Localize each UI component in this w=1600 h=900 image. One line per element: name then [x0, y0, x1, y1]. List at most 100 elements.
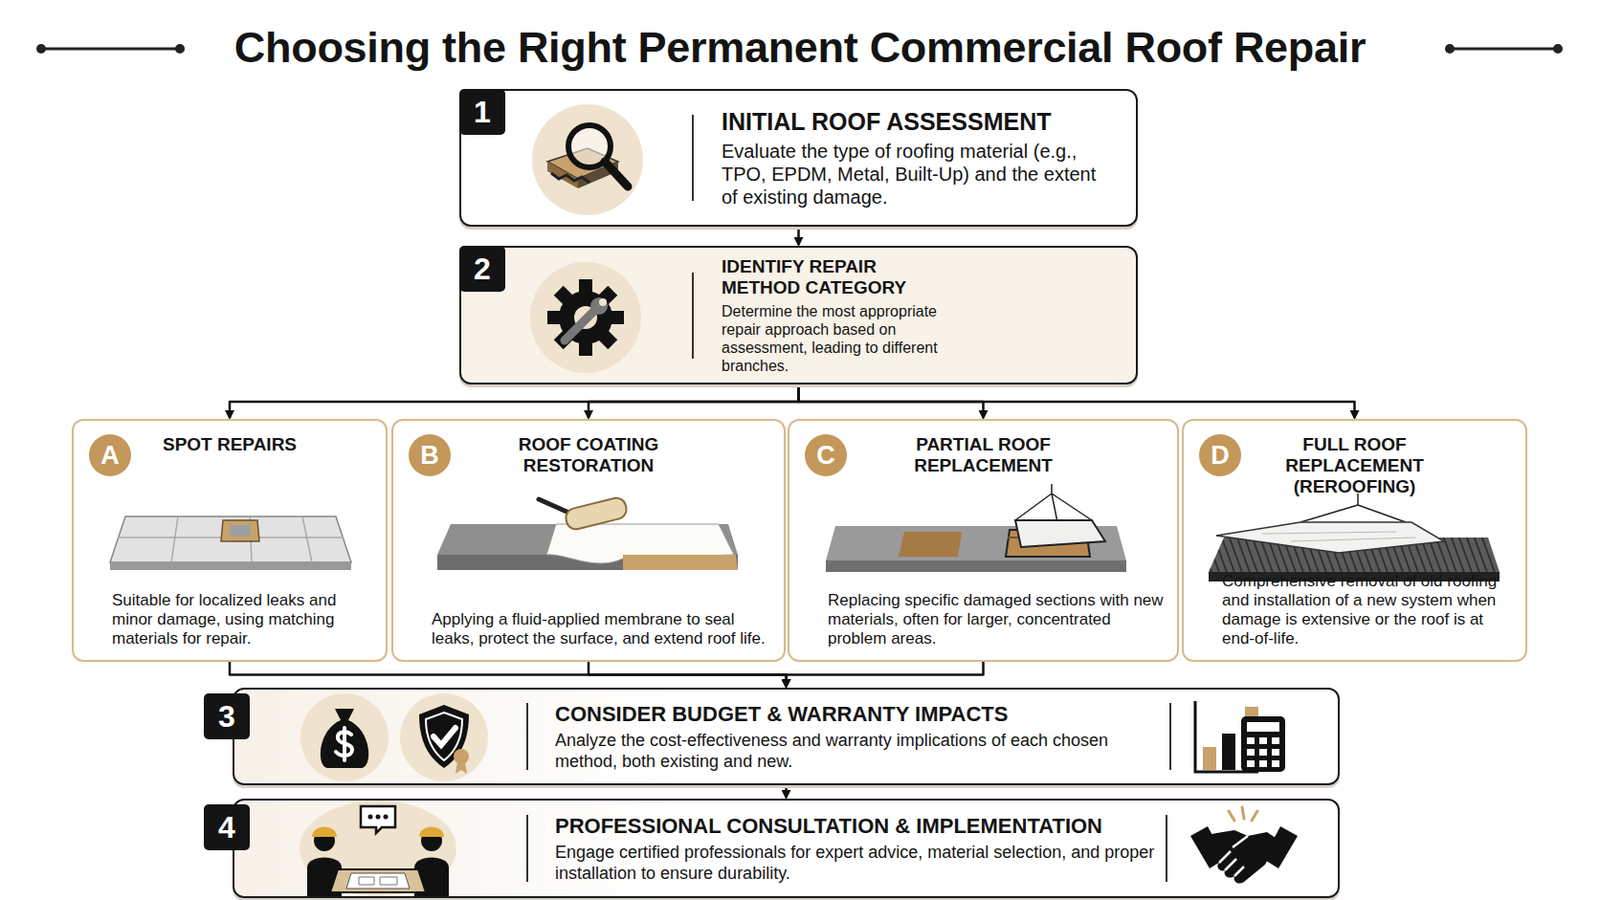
icon-shape: [825, 560, 1127, 573]
title-dot: [36, 44, 46, 54]
icon-shape: [1202, 747, 1217, 771]
icon-shape: [526, 703, 529, 771]
icon-graphic: [431, 495, 748, 582]
icon-shape: [1262, 532, 1416, 542]
icon-shape: [558, 290, 613, 345]
title-dot: [175, 44, 185, 54]
branch-heading: FULL ROOF REPLACEMENT (REROOFING): [1278, 434, 1432, 498]
connector-arrow: [786, 662, 984, 688]
icon-graphic: [1191, 699, 1297, 777]
icon-shape: [604, 161, 628, 187]
icon-graphic: [528, 260, 644, 376]
icon-shape: [526, 815, 529, 883]
icon-shape: [311, 827, 337, 839]
title-rule: [1449, 47, 1558, 51]
icon-shape: [691, 272, 694, 359]
icon-graphic: [1168, 703, 1173, 771]
icon-shape: [453, 749, 469, 765]
step-description: Determine the most appropriate repair ap…: [721, 302, 956, 376]
icon-shape: [419, 705, 469, 769]
icon-shape: [400, 693, 489, 782]
icon-graphic: [525, 703, 530, 771]
icon-shape: [117, 516, 344, 563]
icon-shape: [691, 114, 694, 201]
process-box: 2 IDENTIFY REPAIR METHOD CATEGORYDetermin…: [459, 245, 1138, 385]
icon-shape: [599, 298, 607, 307]
icon-graphic: [1186, 805, 1302, 892]
icon-shape: [590, 297, 608, 315]
icon-shape: [320, 720, 369, 769]
icon-shape: [346, 873, 410, 889]
connector-arrow: [799, 384, 1356, 419]
branch-letter: D: [1199, 434, 1242, 477]
icon-shape: [334, 709, 355, 721]
step-description: Engage certified professionals for exper…: [555, 842, 1168, 885]
icon-shape: [564, 310, 596, 341]
icon-shape: [1259, 737, 1267, 745]
step-heading: INITIAL ROOF ASSESSMENT: [721, 108, 1113, 136]
icon-shape: [330, 869, 426, 893]
title-bar: Choosing the Right Permanent Commercial …: [0, 21, 1600, 75]
icon-shape: [299, 800, 457, 897]
step-description: Analyze the cost-effectiveness and warra…: [555, 730, 1168, 773]
icon-shape: [530, 262, 642, 374]
icon-graphic: [690, 114, 695, 201]
step-number: 4: [203, 804, 250, 851]
icon-shape: [358, 877, 398, 886]
icon-shape: [1165, 815, 1168, 883]
connector-arrow: [229, 662, 787, 688]
icon-shape: [221, 520, 260, 542]
icon-graphic: [525, 815, 530, 883]
icon-shape: [1219, 836, 1248, 877]
branch-description: Suitable for localized leaks and minor d…: [73, 591, 386, 649]
branch-description: Replacing specific damaged sections with…: [789, 591, 1178, 649]
icon-shape: [1271, 749, 1280, 756]
icon-shape: [1228, 807, 1258, 822]
icon-shape: [419, 827, 445, 839]
icon-graphic: [398, 691, 490, 784]
icon-graphic: [298, 691, 391, 784]
icon-shape: [1222, 733, 1236, 771]
step-heading: IDENTIFY REPAIR METHOD CATEGORY: [721, 256, 942, 299]
branch-letter: B: [408, 434, 451, 477]
process-box: 3CONSIDER BUDGET & WARRANTY IMPACTSAnaly…: [232, 688, 1340, 786]
icon-graphic: [106, 495, 356, 582]
icon-shape: [1246, 722, 1280, 733]
icon-graphic: [1164, 815, 1169, 883]
icon-shape: [898, 532, 962, 557]
branch-letter: A: [88, 434, 132, 477]
icon-shape: [110, 562, 352, 571]
connector-arrow: [797, 226, 800, 245]
connector-arrow: [229, 384, 800, 419]
process-box: 1INITIAL ROOF ASSESSMENTEvaluate the typ…: [459, 88, 1138, 227]
icon-shape: [1300, 493, 1406, 523]
icon-shape: [110, 516, 352, 563]
connector-arrow: [588, 384, 800, 419]
icon-graphic: [690, 272, 695, 359]
title-dot: [1444, 44, 1455, 54]
icon-shape: [1259, 760, 1267, 768]
icon-graphic: [282, 800, 474, 897]
branch-box: A SPOT REPAIRS Suitable for localized leak…: [71, 419, 388, 663]
step-number: 2: [459, 245, 506, 292]
branch-box: DFULL ROOF REPLACEMENT (REROOFING)Compre…: [1181, 419, 1528, 663]
icon-shape: [376, 815, 381, 821]
icon-shape: [1015, 484, 1092, 523]
icon-shape: [532, 104, 644, 216]
icon-shape: [1015, 520, 1106, 548]
diagram-title: Choosing the Right Permanent Commercial …: [234, 22, 1366, 72]
step-description: Evaluate the type of roofing material (e…: [721, 139, 1113, 209]
icon-shape: [1216, 522, 1445, 554]
icon-shape: [1169, 703, 1172, 771]
branch-heading: SPOT REPAIRS: [162, 434, 297, 456]
icon-shape: [1244, 707, 1259, 717]
icon-shape: [622, 555, 738, 571]
step-number: 3: [203, 693, 250, 740]
branch-box: BROOF COATING RESTORATIONApplying a flui…: [391, 419, 786, 663]
branch-letter: C: [804, 434, 847, 477]
step-heading: CONSIDER BUDGET & WARRANTY IMPACTS: [555, 702, 1168, 727]
icon-shape: [433, 728, 456, 746]
icon-graphic: [818, 484, 1134, 580]
icon-shape: [383, 815, 389, 821]
